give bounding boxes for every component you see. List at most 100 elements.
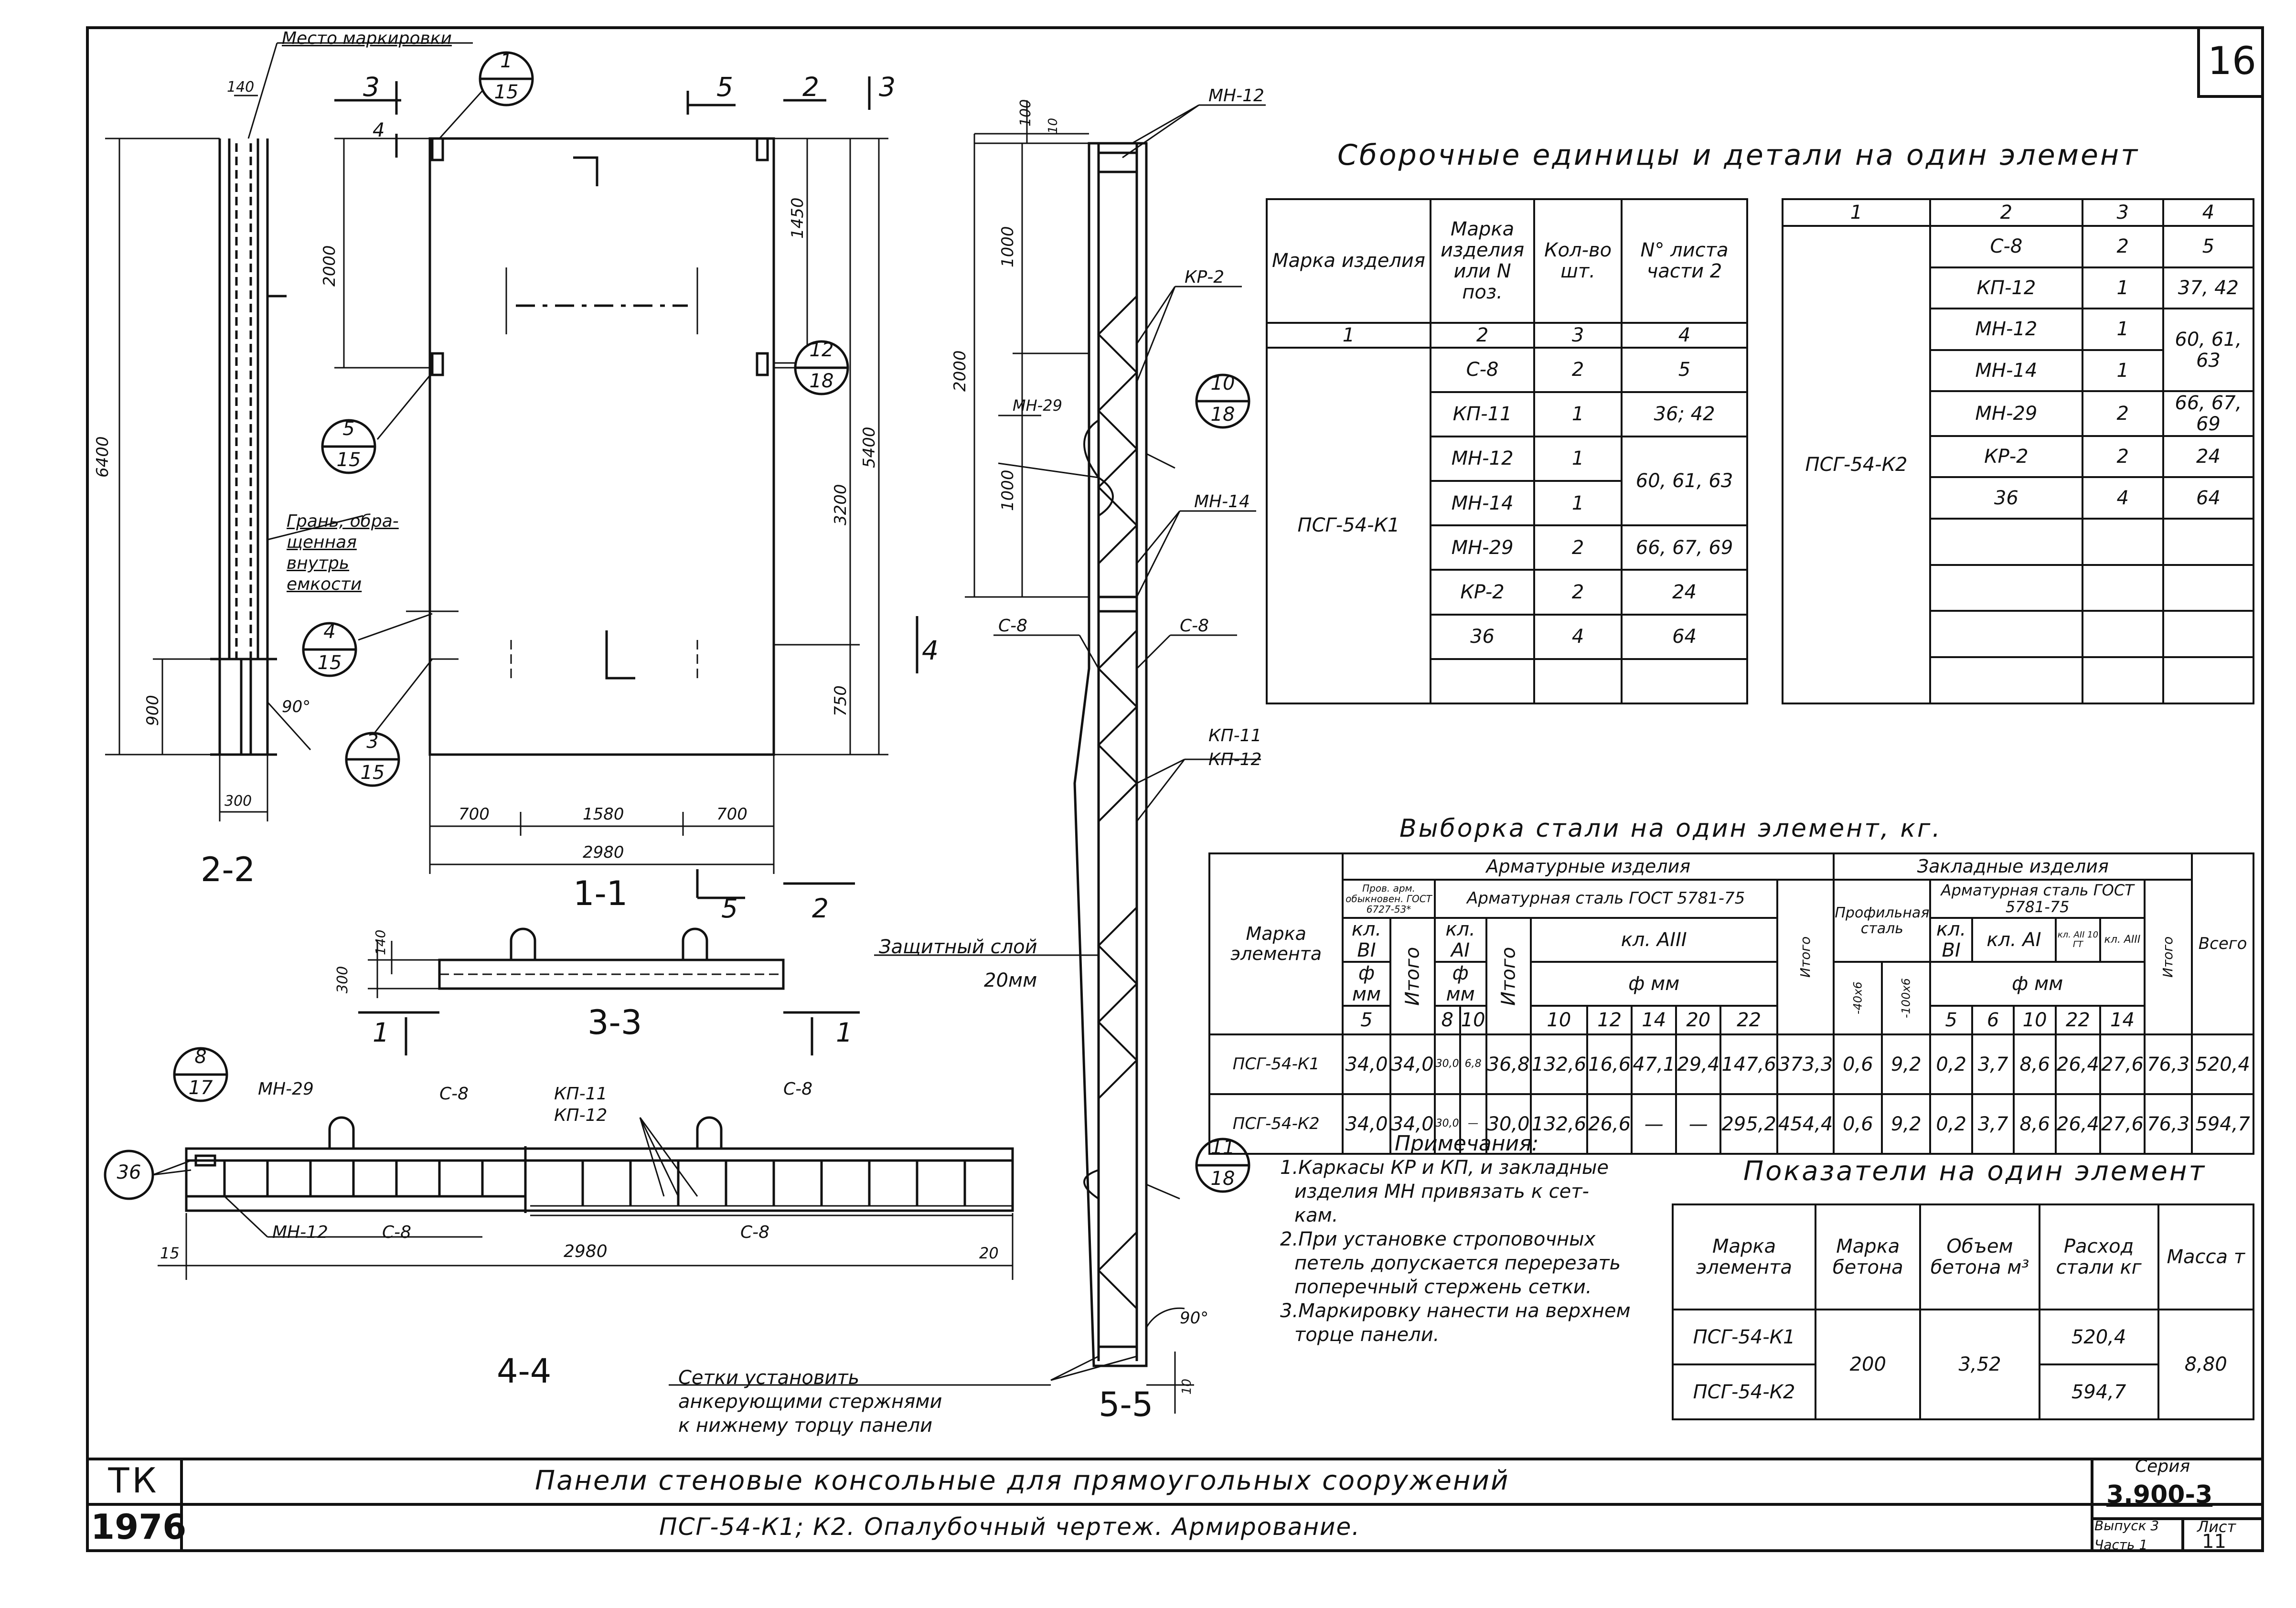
section-markers: [334, 76, 918, 1055]
title-block: [86, 1458, 2264, 1552]
sheet-label: Лист: [2197, 1518, 2236, 1536]
col-header: кл. AIII: [1529, 917, 1778, 963]
table-cell: 373,3: [1776, 1033, 1835, 1095]
section-mark: 2: [802, 72, 819, 102]
notes-block: Примечания: 1.Каркасы КР и КП, и закладн…: [1280, 1132, 1672, 1347]
callout-10-num: 10: [1210, 373, 1235, 394]
table-cell: 29,4: [1675, 1033, 1722, 1095]
col-header: ф мм: [1433, 961, 1487, 1007]
section-mark: 2: [812, 893, 829, 924]
table-cell: 3,7: [1971, 1093, 2015, 1155]
item-label: С-8: [998, 616, 1028, 636]
series-value: 3.900-3: [2106, 1480, 2213, 1509]
item-label: С-8: [382, 1223, 412, 1242]
col-header: Марка элемента: [1671, 1203, 1817, 1310]
table-cell: КР-2: [1429, 569, 1536, 616]
part-label: Часть 1: [2094, 1537, 2148, 1553]
item-label: КР-2: [1185, 267, 1225, 287]
col-header: ф мм: [1529, 961, 1778, 1007]
table-cell: 2: [1533, 524, 1623, 571]
col-header: Марка изделия: [1266, 198, 1431, 324]
dim-text: 1000: [998, 469, 1017, 511]
table-cell: 132,6: [1529, 1093, 1589, 1155]
col-header: Итого: [1390, 918, 1435, 1034]
dim-text: 1000: [998, 226, 1017, 267]
dim-text: 900: [143, 695, 162, 726]
col-header: Марка бетона: [1815, 1203, 1922, 1310]
sheet-code: 16: [2208, 38, 2256, 83]
table-cell: 60, 61, 63: [1621, 435, 1748, 527]
section-1-1-title: 1-1: [573, 874, 628, 913]
table-cell: 36: [1429, 613, 1536, 660]
issue-label: Выпуск 3: [2094, 1518, 2159, 1533]
table-cell: 200: [1815, 1309, 1922, 1420]
table-cell: 30,0: [1485, 1093, 1532, 1155]
col-header: Пров. арм. обыкновен. ГОСТ 6727-53*: [1342, 879, 1436, 919]
table-cell: 9,2: [1881, 1093, 1932, 1155]
sheet-number: 11: [2202, 1531, 2226, 1553]
dim-text: 700: [716, 805, 748, 824]
callout-12-sheet: 18: [809, 370, 834, 392]
callout-8-num: 8: [194, 1046, 207, 1068]
item-label: КП-11: [554, 1084, 608, 1104]
table-cell: 0,2: [1929, 1093, 1973, 1155]
col-header: Арматурная сталь ГОСТ 5781-75: [1929, 879, 2146, 919]
table-cell: 4: [2081, 476, 2164, 520]
protective-layer-label: Защитный слой: [879, 936, 1037, 958]
table-cell: КР-2: [1929, 435, 2083, 479]
table-cell: 520,4: [2191, 1033, 2254, 1095]
col-header: Масса т: [2157, 1203, 2255, 1310]
col-header: кл. AIII: [2099, 917, 2146, 963]
dim-text: 3200: [831, 484, 850, 525]
table-cell: 64: [1621, 613, 1748, 660]
table-cell: 24: [2162, 435, 2255, 479]
assembly-table-title: Сборочные единицы и детали на один элеме…: [1337, 138, 2140, 172]
table-cell: 454,4: [1776, 1093, 1835, 1155]
element-mark: ПСГ-54-К2: [1781, 225, 1932, 704]
table-cell: —: [1675, 1093, 1722, 1155]
table-cell: 34,0: [1389, 1033, 1436, 1095]
note-line: торце панели.: [1294, 1324, 1440, 1346]
table-cell: 24: [1621, 569, 1748, 616]
section-5-5-drawing: [669, 100, 1266, 1414]
section-mark: 4: [373, 119, 385, 141]
stamp-year: 1976: [91, 1507, 187, 1547]
element-mark: ПСГ-54-К2: [1208, 1093, 1344, 1155]
table-cell: 132,6: [1529, 1033, 1589, 1095]
table-cell: 9,2: [1881, 1033, 1932, 1095]
table-cell: —: [1631, 1093, 1677, 1155]
dim-text: 300: [224, 793, 252, 809]
table-cell: 27,6: [2099, 1093, 2146, 1155]
callout-3-num: 3: [366, 731, 379, 753]
table-cell: 34,0: [1342, 1033, 1391, 1095]
sheet-title-line2: ПСГ-54-К1; К2. Опалубочный чертеж. Армир…: [659, 1513, 1361, 1541]
section-4-4-title: 4-4: [497, 1352, 552, 1391]
col-number: 3: [2081, 198, 2164, 227]
callout-4-num: 4: [323, 621, 336, 643]
face-inside-note: Грань, обра- щенная внутрь емкости: [287, 511, 399, 594]
section-mark: 1: [373, 1017, 389, 1048]
section-mark: 4: [922, 635, 939, 666]
note-line: поперечный стержень сетки.: [1294, 1276, 1592, 1298]
section-mark: 1: [836, 1017, 853, 1048]
table-row: ПСГ-54-К2 34,0 34,0 30,0 — 30,0 132,6 26…: [1208, 1093, 2254, 1155]
col-header: Профильная сталь: [1833, 879, 1932, 963]
col-header: Марка элемента: [1208, 852, 1344, 1035]
dim-text: 15: [160, 1244, 180, 1262]
col-number: 1: [1781, 198, 1932, 227]
table-cell: [1621, 658, 1748, 705]
col-header: N° листа части 2: [1621, 198, 1748, 324]
note-line: 3.Маркировку нанести на верхнем: [1280, 1300, 1631, 1322]
table-cell: [2162, 610, 2255, 659]
table-cell: 30,0: [1433, 1093, 1461, 1155]
table-cell: 26,4: [2054, 1033, 2101, 1095]
table-cell: МН-29: [1429, 524, 1536, 571]
col-header: Итого: [1777, 880, 1834, 1034]
item-label: КП-12: [1208, 750, 1262, 769]
dim-text: 2980: [564, 1242, 608, 1261]
item-label: С-8: [740, 1223, 770, 1242]
col-header: кл. BI: [1342, 917, 1391, 963]
col-header: кл. AII 10 ГТ: [2054, 917, 2101, 963]
element-mark: ПСГ-54-К1: [1266, 346, 1431, 705]
